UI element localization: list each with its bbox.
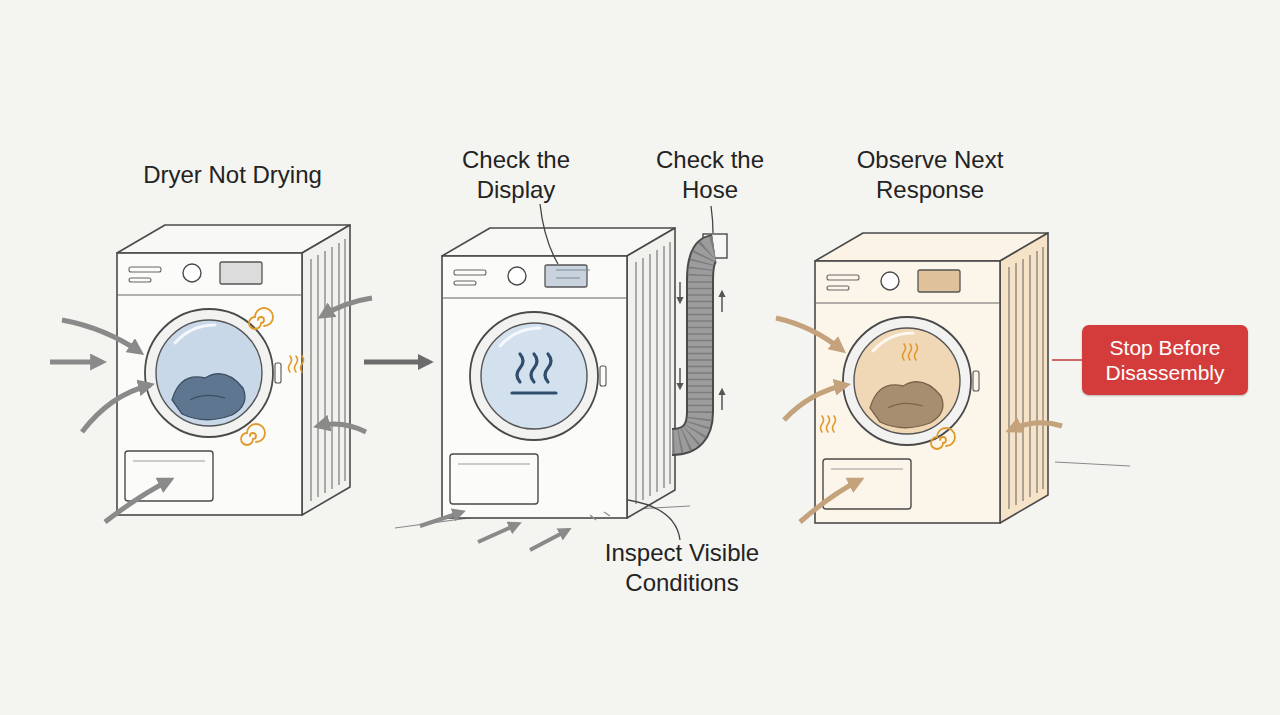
flow-arrow <box>364 360 429 365</box>
airflow-arrow <box>50 360 102 365</box>
leader-line <box>540 204 558 264</box>
airflow-arrow <box>82 385 150 432</box>
floor-dash <box>590 512 610 520</box>
steam-icon <box>903 344 918 360</box>
clothes <box>172 374 245 420</box>
airflow-arrow <box>322 298 372 316</box>
callout-label: Check the Hose <box>650 145 770 205</box>
airflow-arrow <box>105 480 170 522</box>
warning-box: Stop Before Disassembly <box>1082 325 1248 395</box>
dryer-step: Observe Next Response <box>810 145 1052 518</box>
flow-arrow <box>679 282 681 302</box>
flow-arrow <box>679 368 681 388</box>
leader-line <box>628 500 680 540</box>
vent-hose-outline <box>672 248 714 442</box>
clothes-fold <box>888 403 923 408</box>
steam-icon <box>289 356 304 372</box>
connector-line <box>1052 359 1082 361</box>
dryer-unit <box>815 233 1048 523</box>
dryer-step: Check the Display <box>438 145 683 518</box>
clothes-fold <box>190 395 225 400</box>
airflow-arrow <box>784 385 846 420</box>
leader-line <box>711 206 713 233</box>
steam-icon <box>821 416 836 432</box>
airflow-arrow <box>62 320 140 352</box>
airflow-arrow <box>1010 423 1062 430</box>
swirl-icon <box>249 308 273 329</box>
floor-arrow <box>420 512 462 526</box>
airflow-arrow <box>776 318 842 350</box>
heat-icon-bar <box>512 391 556 394</box>
step-heading: Observe Next Response <box>840 145 1020 205</box>
dryer-unit <box>442 228 675 518</box>
step-heading: Dryer Not Drying <box>110 160 355 190</box>
clothes <box>870 382 943 428</box>
floor-line <box>1055 462 1130 466</box>
airflow-arrow <box>800 480 860 522</box>
flow-arrow <box>721 292 723 312</box>
airflow-arrow <box>318 424 366 432</box>
floor-arrow <box>530 530 568 550</box>
vent-hose <box>672 248 714 442</box>
step-heading: Check the Display <box>437 145 595 205</box>
warning-text: Stop Before Disassembly <box>1090 335 1240 385</box>
dryer-step: Dryer Not Drying <box>110 160 355 518</box>
dryer-unit <box>117 225 350 515</box>
floor-arrow <box>478 524 518 542</box>
swirl-icon <box>241 424 265 445</box>
display-lines <box>556 270 590 278</box>
heat-icon <box>517 354 551 382</box>
hose-ribs <box>672 248 714 442</box>
flow-arrow <box>721 390 723 410</box>
swirl-icon <box>931 428 955 449</box>
callout-label: Inspect Visible Conditions <box>582 538 782 598</box>
